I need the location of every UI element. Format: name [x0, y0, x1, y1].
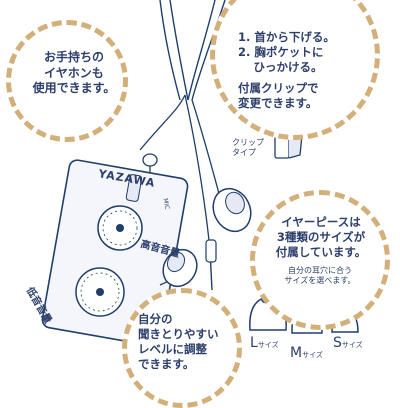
bubble-tr-line-2: 2. 胸ポケットに	[238, 44, 324, 59]
size-m-suffix: サイズ	[302, 351, 323, 359]
low-volume-knob[interactable]	[75, 267, 125, 317]
size-l-suffix: サイズ	[257, 341, 279, 349]
bubble-tr-note-2: 変更できます。	[238, 95, 318, 110]
clip-type-label: クリップ タイプ	[232, 138, 264, 159]
earphone-right-icon	[205, 187, 252, 291]
bubble-left-line-1: お手持ちの	[43, 50, 104, 64]
size-label-s: Sサイズ	[333, 332, 363, 353]
bubble-own-earphones-text: お手持ちの イヤホンも 使用できます。	[24, 50, 124, 97]
clip-label-line-1: クリップ	[232, 138, 264, 147]
bubble-tr-note-1: 付属クリップで	[238, 80, 319, 95]
bubble-ear-note-1: 自分の耳穴に合う	[288, 266, 352, 275]
bubble-bottom-line-4: できます。	[138, 356, 195, 371]
bubble-wearing	[210, 0, 380, 140]
bubble-bottom-line-3: レベルに調整	[138, 341, 207, 356]
device-mic-label: MIC	[161, 197, 171, 210]
size-m-letter: M	[290, 345, 303, 361]
size-label-l: Lサイズ	[250, 332, 279, 353]
bubble-wearing-text: 1. 首から下げる。 2. 胸ポケットに ひっかける。 付属クリップで 変更でき…	[238, 30, 368, 111]
bubble-left-line-2: イヤホンも	[44, 65, 104, 80]
bubble-earpieces	[250, 190, 390, 330]
bubble-ear-line-2: 3種類のサイズが	[276, 229, 366, 244]
bubble-bottom-line-1: 自分の	[138, 312, 173, 326]
bubble-tr-line-3: ひっかける。	[238, 59, 323, 74]
bubble-earpieces-text: イヤーピースは 3種類のサイズが 付属しています。	[262, 215, 380, 260]
bubble-left-line-3: 使用できます。	[32, 81, 116, 96]
size-s-suffix: サイズ	[341, 341, 363, 349]
clip-label-line-2: タイプ	[232, 148, 256, 158]
bubble-adjust-text: 自分の 聞きとりやすい レベルに調整 できます。	[138, 312, 232, 372]
size-label-m: Mサイズ	[290, 342, 323, 363]
size-l-letter: L	[250, 335, 258, 351]
bubble-ear-line-3: 付属しています。	[275, 244, 367, 259]
high-volume-knob[interactable]	[97, 205, 143, 251]
size-s-letter: S	[333, 335, 342, 351]
bubble-ear-line-1: イヤーピースは	[281, 215, 361, 229]
bubble-tr-line-1: 1. 首から下げる。	[238, 30, 335, 44]
bubble-bottom-line-2: 聞きとりやすい	[138, 326, 219, 341]
earphone-left-icon	[159, 248, 198, 288]
bubble-own-earphones	[6, 20, 128, 142]
bubble-adjust	[122, 288, 242, 408]
bubble-earpieces-note: 自分の耳穴に合う サイズを選べます。	[270, 266, 370, 286]
bubble-ear-note-2: サイズを選べます。	[284, 276, 356, 285]
